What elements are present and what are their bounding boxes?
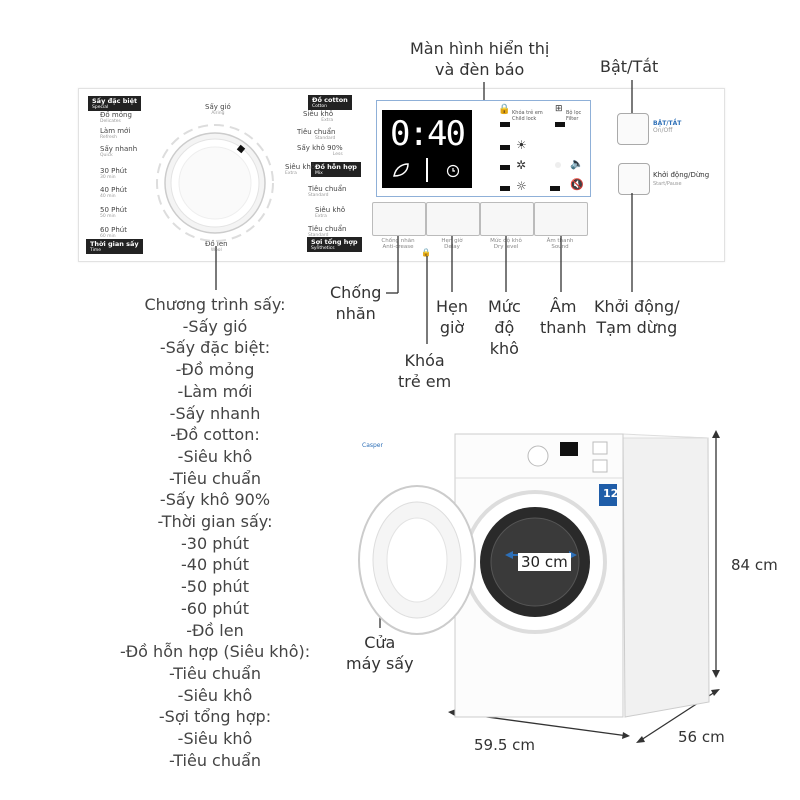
- dry-level-button[interactable]: [480, 202, 534, 236]
- program-list-item: -Siêu khô: [177, 685, 253, 705]
- program-list-item: -Tiêu chuẩn: [168, 663, 262, 683]
- callout-timer: Hẹn giờ: [436, 297, 469, 337]
- callout-door: Cửa máy sấy: [346, 633, 414, 673]
- program-list-item: -Sấy gió: [182, 316, 248, 336]
- brand-logo: Casper: [362, 442, 383, 449]
- capacity-badge: 12: [603, 487, 619, 500]
- program-list-item: -Đồ mỏng: [175, 360, 255, 380]
- sound-off-icon: 🔇: [570, 178, 584, 191]
- program-list-item: -30 phút: [181, 533, 249, 553]
- lock-icon: 🔒: [498, 104, 511, 115]
- program-list-item: -Siêu khô: [177, 446, 253, 466]
- program-list-item: Chương trình sấy:: [144, 295, 286, 314]
- program-list-item: -Đồ hỗn hợp (Siêu khô):: [120, 642, 311, 662]
- led: [500, 165, 510, 170]
- callout-anti-crease: Chống nhăn: [330, 283, 382, 323]
- height-label: 84 cm: [731, 556, 778, 574]
- callout-power: Bật/Tắt: [600, 57, 659, 76]
- program-list-item: -Sợi tổng hợp:: [158, 707, 272, 727]
- led: [555, 122, 565, 127]
- led: [500, 145, 510, 150]
- program-list-item: -Tiêu chuẩn: [168, 468, 262, 488]
- lock-icon: 🔒: [421, 248, 431, 257]
- sun-dry-icon: ☀: [516, 138, 527, 152]
- program-list-item: -Sấy đặc biệt:: [159, 338, 271, 358]
- callout-sound: Âm thanh: [540, 297, 587, 337]
- callout-child-lock: Khóa trẻ em: [398, 351, 452, 391]
- display-indicator-area: [376, 100, 591, 197]
- power-button[interactable]: [617, 113, 649, 145]
- programs-list: Chương trình sấy:-Sấy gió-Sấy đặc biệt:-…: [120, 294, 310, 771]
- program-knob[interactable]: [150, 118, 280, 248]
- callout-start-pause: Khởi động/ Tạm dừng: [594, 297, 680, 337]
- display-time: 0:40: [390, 114, 466, 154]
- program-list-item: -Sấy nhanh: [169, 403, 261, 423]
- program-list-item: -40 phút: [181, 555, 249, 575]
- program-list-item: -50 phút: [181, 577, 249, 597]
- led: [555, 162, 561, 168]
- sound-button[interactable]: [534, 202, 588, 236]
- timer-button[interactable]: [426, 202, 480, 236]
- sound-on-icon: 🔈: [570, 157, 584, 170]
- program-cotton-90: Sấy khô 90%Less: [297, 144, 343, 157]
- door-diameter-label: 30 cm: [518, 553, 571, 571]
- filter-icon: ⊞: [555, 104, 563, 114]
- program-list-item: -Làm mới: [177, 381, 253, 401]
- leaf-icon: [393, 163, 409, 177]
- program-list-item: -60 phút: [181, 598, 249, 618]
- program-list-item: -Thời gian sấy:: [157, 512, 273, 532]
- led: [500, 122, 510, 127]
- anti-crease-button[interactable]: [372, 202, 426, 236]
- program-list-item: -Sấy khô 90%: [159, 490, 271, 510]
- led: [550, 186, 560, 191]
- start-pause-button[interactable]: [618, 163, 650, 195]
- clock-icon: [446, 164, 460, 178]
- medium-dry-icon: ✲: [516, 158, 527, 172]
- program-list-item: -Đồ cotton:: [170, 425, 260, 445]
- program-list-item: -Đồ len: [186, 620, 244, 640]
- light-dry-icon: ☼: [516, 179, 527, 193]
- dryer-illustration: [358, 433, 710, 718]
- lcd-display: 0:40: [382, 110, 472, 188]
- led: [500, 186, 510, 191]
- callout-display: Màn hình hiển thị và đèn báo: [410, 39, 550, 79]
- callout-dry-level: Mức độ khô: [488, 297, 521, 358]
- program-list-item: -Siêu khô: [177, 729, 253, 749]
- depth-label: 56 cm: [678, 728, 725, 746]
- lcd-divider: [426, 158, 428, 182]
- program-list-item: -Tiêu chuẩn: [168, 750, 262, 770]
- width-label: 59.5 cm: [474, 736, 536, 754]
